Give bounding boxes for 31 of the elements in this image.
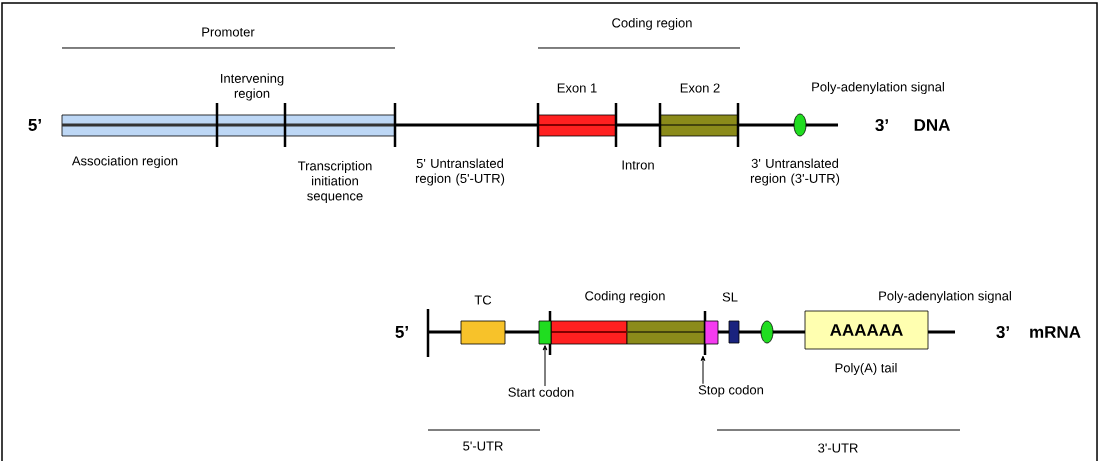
strand-end-label: 5’ — [28, 119, 41, 131]
arrow — [542, 345, 548, 387]
region-label: Transcription initiation sequence — [297, 160, 372, 204]
codon-label: Start codon — [508, 387, 574, 397]
start-box — [538, 320, 552, 345]
region-label: 3'-UTR — [818, 443, 858, 453]
region-label: SL — [722, 292, 738, 302]
arrow — [700, 355, 706, 385]
strand-end-label: 3’ — [996, 325, 1009, 339]
region-label: Poly-adenylation signal — [812, 81, 944, 95]
region-label: 3' Untranslated region (3'-UTR) — [750, 158, 840, 186]
region-label: Intervening region — [221, 73, 284, 101]
region-label: Association region — [71, 155, 178, 169]
region-label: TC — [474, 295, 492, 305]
region-label: Intron — [622, 160, 654, 170]
codon-label: Stop codon — [698, 384, 764, 398]
strand-end-label: mRNA — [1030, 326, 1081, 338]
strand-end-label: 5’ — [395, 326, 408, 338]
region-label: Promoter — [202, 27, 255, 37]
region-label: 5'-UTR — [463, 441, 503, 451]
node-caption: Poly(A) tail — [835, 362, 897, 376]
region-label: Exon 1 — [557, 83, 597, 93]
region-label: Coding region — [612, 17, 692, 31]
stop-box — [704, 320, 719, 345]
region-label: 5' Untranslated region (5'-UTR) — [415, 158, 505, 186]
region-label: Coding region — [585, 290, 665, 304]
region-label: Poly-adenylation signal — [879, 290, 1011, 304]
tail-box: AAAAAA — [804, 310, 929, 350]
region-label: Exon 2 — [680, 83, 720, 93]
strand-end-label: DNA — [914, 119, 950, 131]
strand-end-label: 3’ — [875, 118, 888, 131]
